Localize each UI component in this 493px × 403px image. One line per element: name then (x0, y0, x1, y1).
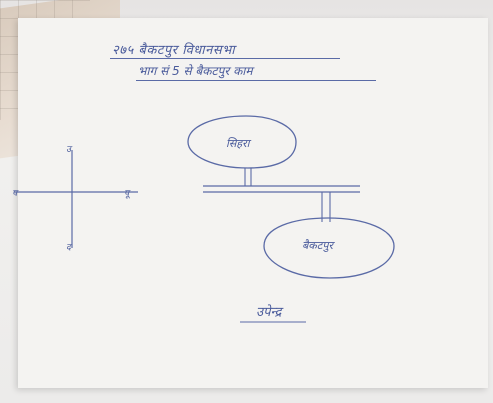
compass-west-label: प (12, 189, 19, 199)
page-subheading: भाग सं 5 से बैकटपुर काम (138, 64, 253, 78)
page-heading: २७५ बैकटपुर विधानसभा (112, 43, 236, 58)
lower-circle-shape (263, 217, 395, 279)
paper-sheet (18, 18, 488, 388)
compass-south-label: द (66, 243, 73, 253)
road-lines (203, 185, 360, 193)
signature: उपेन्द्र (256, 305, 282, 320)
upper-circle-label: सिहरा (226, 137, 250, 150)
upper-circle-shape (187, 115, 297, 169)
subheading-underline (136, 80, 376, 81)
lower-circle-label: बैकटपुर (302, 239, 334, 252)
compass-east-label: पू (124, 189, 131, 199)
heading-underline (110, 58, 340, 59)
compass-cross (14, 150, 138, 248)
compass-north-label: उ (66, 145, 73, 155)
lower-connector (321, 192, 331, 222)
upper-connector (244, 168, 252, 186)
